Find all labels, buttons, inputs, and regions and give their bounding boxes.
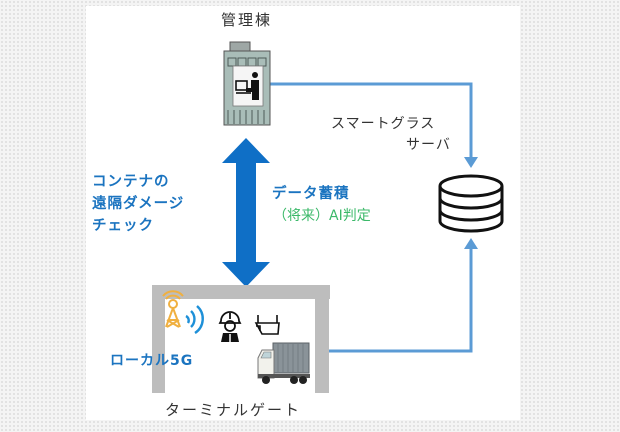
computer-operator-icon — [235, 72, 259, 100]
office-building-icon — [223, 41, 271, 126]
terminal-gate-frame — [152, 285, 330, 393]
remote-check-line2: 遠隔ダメージ — [92, 196, 185, 212]
remote-check-line1: コンテナの — [92, 174, 170, 190]
gate-to-server-connector — [326, 238, 478, 353]
smart-glasses-icon — [254, 315, 280, 335]
data-storage-label: データ蓄積 — [272, 186, 350, 202]
remote-check-line3: チェック — [92, 218, 154, 234]
terminal-gate-label: ターミナルゲート — [165, 401, 302, 419]
building-to-server-connector — [262, 82, 478, 168]
ai-judgement-label: （将来）AI判定 — [273, 208, 371, 224]
wireless-signal-icon — [185, 305, 204, 335]
hard-hat-worker-icon — [218, 311, 242, 342]
database-icon — [438, 174, 504, 233]
bidirectional-arrow — [222, 138, 270, 287]
antenna-tower-icon — [162, 290, 184, 328]
server-label-line1: スマートグラス — [331, 116, 436, 132]
local-5g-label: ローカル5G — [110, 353, 194, 369]
container-truck-icon — [257, 342, 310, 384]
admin-building-label: 管理棟 — [221, 11, 273, 29]
server-label-line2: サーバ — [406, 137, 451, 153]
